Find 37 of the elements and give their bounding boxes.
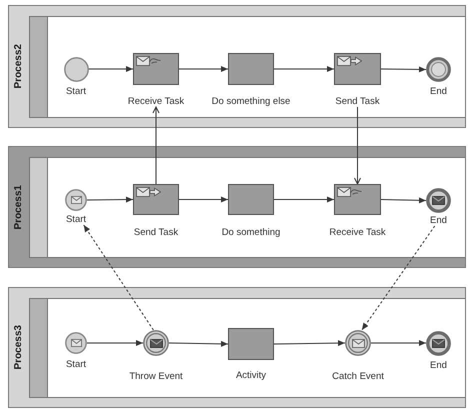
- arrow: [88, 66, 134, 72]
- arrow: [274, 196, 334, 202]
- arrow: [274, 340, 346, 346]
- pool-label: Process2: [13, 44, 25, 89]
- arrow: [152, 106, 160, 184]
- task-label: Do something else: [212, 96, 290, 107]
- event-label: End: [430, 86, 447, 97]
- event-label: Start: [66, 214, 86, 225]
- arrow: [178, 66, 228, 72]
- arrow: [274, 66, 334, 72]
- pool-label: Process1: [13, 184, 25, 230]
- arrow: [86, 196, 134, 203]
- pool-label: Process3: [13, 325, 25, 370]
- arrow: [178, 196, 228, 202]
- arrow: [354, 106, 361, 184]
- pool: [8, 5, 466, 128]
- arrow: [380, 66, 426, 72]
- event-label: Catch Event: [332, 371, 384, 382]
- task-label: Receive Task: [329, 227, 386, 238]
- task-label: Do something: [222, 227, 280, 238]
- pool: [8, 287, 466, 408]
- task-label: Activity: [236, 370, 266, 381]
- arrow: [168, 340, 228, 347]
- dashed-arrow: [361, 226, 436, 330]
- task-label: Receive Task: [128, 96, 184, 107]
- dashed-arrow: [83, 224, 154, 330]
- event-label: Start: [66, 359, 86, 370]
- task-label: Send Task: [335, 96, 380, 107]
- event-label: Start: [66, 86, 86, 96]
- event-label: Throw Event: [129, 371, 183, 382]
- arrow: [370, 340, 426, 346]
- pool: [8, 146, 466, 268]
- arrow: [380, 197, 426, 204]
- event-label: End: [430, 215, 447, 226]
- task-label: Send Task: [134, 227, 178, 238]
- arrow: [86, 340, 144, 346]
- event-label: End: [430, 360, 447, 370]
